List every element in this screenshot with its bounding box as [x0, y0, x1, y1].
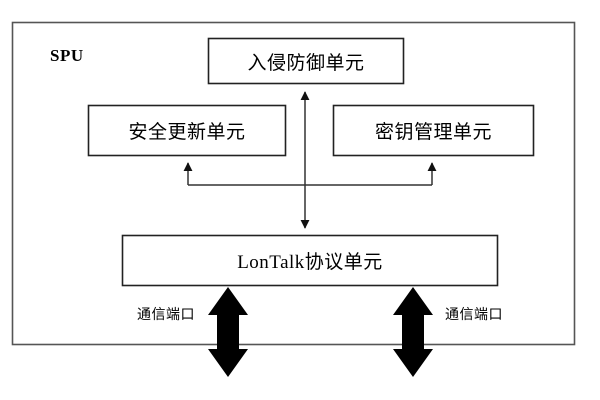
key-management-unit-hit[interactable] — [333, 105, 534, 156]
key-management-unit-box[interactable] — [332, 104, 535, 157]
secure-update-unit-box[interactable] — [87, 104, 287, 157]
intrusion-unit-hit[interactable] — [208, 38, 404, 84]
port-right-arrow[interactable] — [393, 287, 433, 377]
secure-update-unit-hit[interactable] — [88, 105, 286, 156]
intrusion-unit-box[interactable] — [207, 37, 405, 85]
lontalk-unit-box[interactable] — [121, 234, 499, 287]
port-left-arrow[interactable] — [208, 287, 248, 377]
lontalk-unit-hit[interactable] — [122, 235, 498, 286]
